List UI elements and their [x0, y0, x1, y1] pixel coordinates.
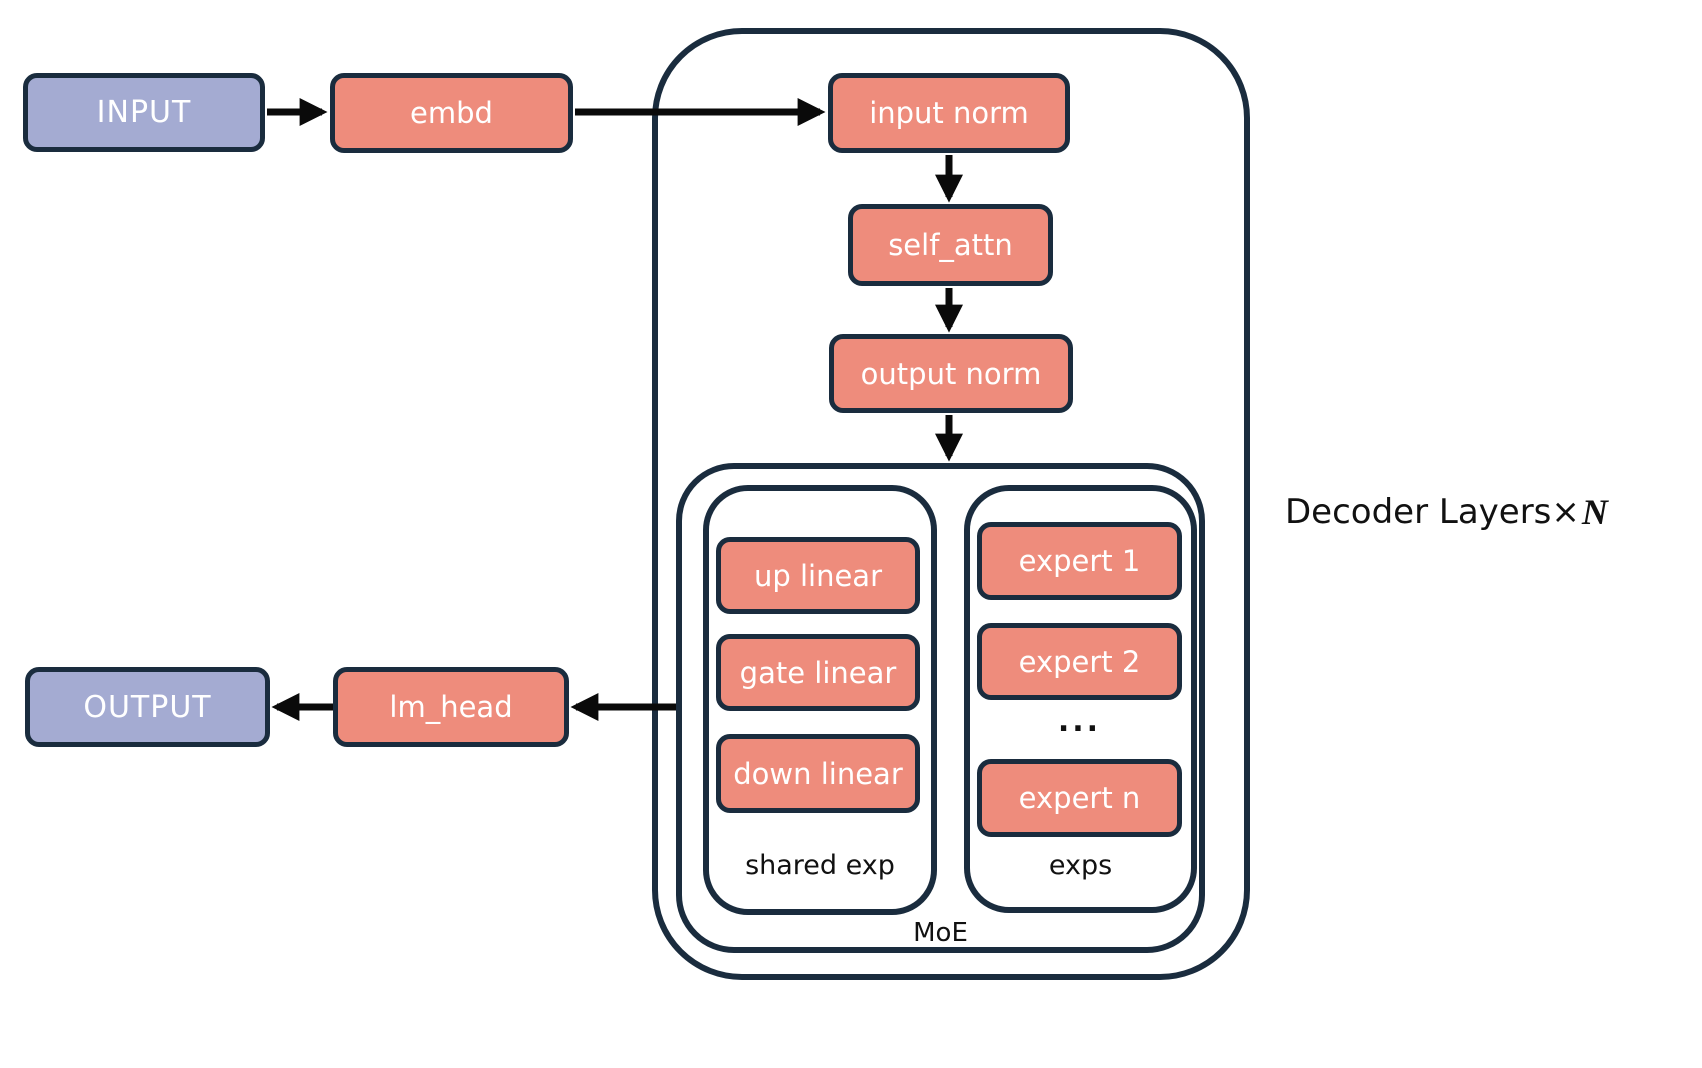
embd-node: embd [330, 73, 573, 153]
moe-label: MoE [913, 918, 968, 948]
expert-2-node: expert 2 [977, 623, 1182, 700]
self-attn-node: self_attn [848, 204, 1053, 286]
n-symbol: N [1581, 492, 1608, 532]
exps-label: exps [1048, 849, 1113, 881]
lm-head-node: lm_head [333, 667, 569, 747]
down-linear-node: down linear [716, 734, 920, 813]
experts-ellipsis: ... [1057, 704, 1102, 739]
times-symbol: × [1551, 492, 1580, 532]
input-node: INPUT [23, 73, 265, 152]
up-linear-node: up linear [716, 537, 920, 614]
shared-exp-label: shared exp [745, 849, 895, 881]
output-norm-node: output norm [829, 334, 1073, 413]
output-node: OUTPUT [25, 667, 270, 747]
expert-n-node: expert n [977, 759, 1182, 837]
gate-linear-node: gate linear [716, 634, 920, 711]
input-norm-node: input norm [828, 73, 1070, 153]
decoder-layers-title: Decoder Layers×N [1285, 488, 1685, 536]
expert-1-node: expert 1 [977, 522, 1182, 600]
decoder-layers-title-text: Decoder Layers [1285, 492, 1552, 532]
